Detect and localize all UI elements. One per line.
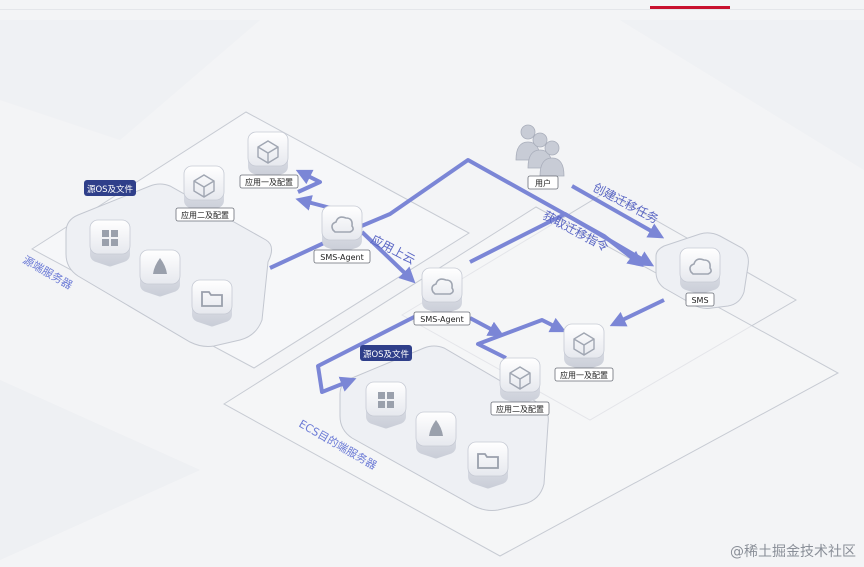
background-facets xyxy=(0,20,864,560)
svg-text:应用一及配置: 应用一及配置 xyxy=(560,370,608,380)
linux-penguin-icon xyxy=(415,411,457,459)
flow-line-agent-to-app-two-target xyxy=(469,316,505,337)
sms-label: SMS xyxy=(685,292,715,307)
header-accent-bar xyxy=(650,6,730,9)
flow-line-create-task xyxy=(571,184,665,239)
svg-text:源OS及文件: 源OS及文件 xyxy=(363,349,410,360)
cube-icon xyxy=(499,357,541,405)
flow-line-agent-to-target-os xyxy=(316,312,421,394)
svg-text:SMS-Agent: SMS-Agent xyxy=(420,315,463,324)
flow-paths xyxy=(269,158,665,394)
folder-icon xyxy=(467,441,509,489)
svg-text:SMS-Agent: SMS-Agent xyxy=(320,253,363,262)
cube-icon xyxy=(183,165,225,213)
svg-text:应用一及配置: 应用一及配置 xyxy=(245,177,293,187)
cloud-icon xyxy=(321,205,363,253)
user-group-icon xyxy=(515,124,565,177)
app-two-source-label: 应用二及配置 xyxy=(175,207,235,222)
cube-icon xyxy=(563,323,605,371)
windows-icon xyxy=(365,381,407,429)
folder-icon xyxy=(191,279,233,327)
user-label: 用户 xyxy=(527,175,559,190)
app-one-target-label: 应用一及配置 xyxy=(554,367,614,382)
flow-line-sms-to-app-one-target xyxy=(609,298,665,327)
flow-line-upload xyxy=(360,230,416,284)
flow-line-agent-to-app-one-target xyxy=(476,317,567,360)
agent-target-label: SMS-Agent xyxy=(413,311,471,326)
svg-text:用户: 用户 xyxy=(535,178,551,188)
linux-penguin-icon xyxy=(139,249,181,297)
agent-source-label: SMS-Agent xyxy=(313,249,371,264)
source-os-tag: 源OS及文件 xyxy=(84,180,136,196)
watermark: @稀土掘金技术社区 xyxy=(730,544,856,560)
target-os-tag: 源OS及文件 xyxy=(360,345,412,361)
cube-icon xyxy=(247,131,289,179)
top-divider xyxy=(0,9,864,10)
cloud-icon xyxy=(679,247,721,295)
flow-line-agent-to-app-one-source xyxy=(295,169,322,194)
app-two-target-label: 应用二及配置 xyxy=(490,401,550,416)
svg-text:应用二及配置: 应用二及配置 xyxy=(181,210,229,220)
app-one-source-label: 应用一及配置 xyxy=(239,174,299,189)
flow-line-get-command xyxy=(469,212,655,267)
svg-text:应用二及配置: 应用二及配置 xyxy=(496,404,544,414)
cloud-icon xyxy=(421,267,463,315)
svg-text:SMS: SMS xyxy=(691,296,708,305)
windows-icon xyxy=(89,219,131,267)
svg-text:源OS及文件: 源OS及文件 xyxy=(87,184,134,195)
